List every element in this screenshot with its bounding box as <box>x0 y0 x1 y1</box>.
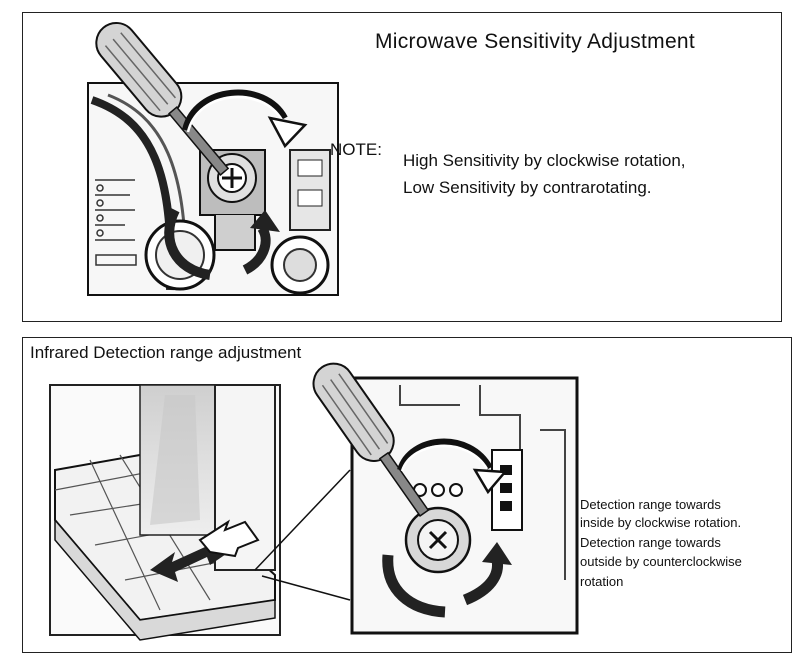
detection-line-5: rotation <box>580 574 624 589</box>
note-line-high: High Sensitivity by clockwise rotation, <box>403 151 686 170</box>
microwave-title: Microwave Sensitivity Adjustment <box>375 30 696 53</box>
detection-line-4: outside by counterclockwise <box>580 554 742 569</box>
detection-line-2: inside by clockwise rotation. <box>580 515 742 530</box>
note-line-low: Low Sensitivity by contrarotating. <box>403 178 652 197</box>
detection-line-3: Detection range towards <box>580 535 721 550</box>
detection-line-1: Detection range towards <box>580 497 721 512</box>
infrared-adjustment-panel <box>22 337 792 653</box>
note-label: NOTE: <box>330 140 382 159</box>
infrared-title: Infrared Detection range adjustment <box>30 343 302 362</box>
